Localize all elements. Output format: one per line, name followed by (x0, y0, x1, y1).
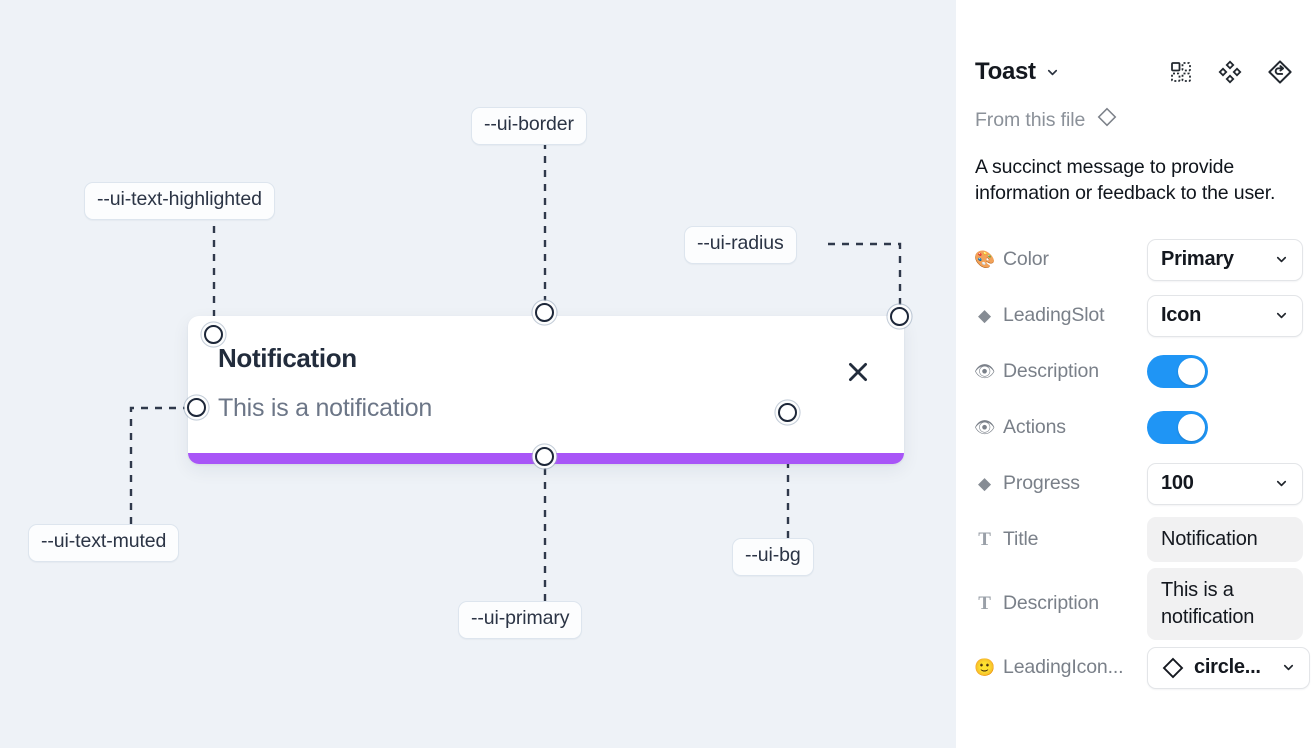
handle-ui-bg[interactable] (778, 403, 797, 422)
description-input[interactable]: This is a notification (1147, 567, 1303, 640)
property-label-leadingicon: 🙂 LeadingIcon... (975, 656, 1147, 679)
title-input[interactable]: Notification (1147, 517, 1303, 563)
token-chip-ui-text-highlighted[interactable]: --ui-text-highlighted (84, 182, 275, 220)
property-row-title: T Title Notification (975, 512, 1303, 568)
palette-emoji-icon: 🎨 (975, 250, 996, 270)
progress-select[interactable]: 100 (1147, 462, 1303, 505)
property-row-leadingicon: 🙂 LeadingIcon... circle... (975, 640, 1310, 696)
diamond-icon: ◆ (978, 474, 991, 494)
property-label-progress: ◆ Progress (975, 472, 1147, 495)
actions-toggle[interactable] (1147, 411, 1208, 445)
description-toggle[interactable] (1147, 355, 1208, 389)
toast-description: This is a notification (218, 394, 433, 422)
component-icon[interactable] (1169, 60, 1193, 84)
color-select[interactable]: Primary (1147, 238, 1303, 281)
handle-ui-border[interactable] (535, 303, 554, 322)
eye-emoji-icon: 👁 (975, 418, 996, 438)
reset-icon[interactable] (1267, 59, 1293, 85)
leadingicon-select-value: circle... (1194, 656, 1261, 679)
properties-panel: Toast (956, 0, 1312, 748)
token-chip-ui-text-muted[interactable]: --ui-text-muted (28, 524, 180, 562)
handle-ui-primary[interactable] (535, 447, 554, 466)
property-row-color: 🎨 Color Primary (975, 232, 1303, 288)
token-chip-ui-border[interactable]: --ui-border (471, 107, 587, 145)
from-this-file-row[interactable]: From this file (975, 106, 1293, 134)
property-row-description-toggle: 👁 Description (975, 344, 1293, 400)
progress-select-value: 100 (1161, 472, 1194, 495)
panel-title: Toast (975, 58, 1036, 85)
token-chip-ui-radius[interactable]: --ui-radius (684, 226, 797, 264)
handle-ui-radius[interactable] (890, 307, 909, 326)
leadingslot-select-value: Icon (1161, 304, 1202, 327)
property-row-leadingslot: ◆ LeadingSlot Icon (975, 288, 1303, 344)
property-row-description-text: T Description This is a notification (975, 567, 1303, 640)
eye-emoji-icon: 👁 (975, 362, 996, 382)
property-label-text: Description (1003, 360, 1099, 383)
property-label-color: 🎨 Color (975, 248, 1147, 271)
property-row-progress: ◆ Progress 100 (975, 456, 1303, 512)
diamond-icon (1161, 656, 1185, 680)
close-icon[interactable] (844, 358, 872, 386)
toggle-knob (1178, 414, 1205, 442)
diamond-icon (1096, 106, 1118, 134)
chevron-down-icon (1274, 252, 1289, 267)
handle-ui-text-highlighted[interactable] (204, 325, 223, 344)
color-select-value: Primary (1161, 248, 1234, 271)
property-label-text: Description (1003, 592, 1099, 615)
design-canvas[interactable]: Notification This is a notification --ui… (0, 0, 956, 748)
chevron-down-icon (1274, 308, 1289, 323)
chevron-down-icon[interactable] (1045, 65, 1060, 80)
property-label-description-toggle: 👁 Description (975, 360, 1147, 383)
property-label-actions-toggle: 👁 Actions (975, 416, 1147, 439)
token-chip-ui-bg[interactable]: --ui-bg (732, 538, 814, 576)
token-chip-ui-primary[interactable]: --ui-primary (458, 601, 583, 639)
property-list: 🎨 Color Primary ◆ LeadingSlot (975, 232, 1310, 696)
variants-icon[interactable] (1218, 60, 1242, 84)
diamond-icon: ◆ (978, 306, 991, 326)
property-label-text: Actions (1003, 416, 1066, 439)
chevron-down-icon (1281, 660, 1296, 675)
chevron-down-icon (1274, 476, 1289, 491)
leadingslot-select[interactable]: Icon (1147, 294, 1303, 337)
property-label-leadingslot: ◆ LeadingSlot (975, 304, 1147, 327)
handle-ui-text-muted[interactable] (187, 398, 206, 417)
from-this-file-label: From this file (975, 108, 1086, 131)
property-label-title: T Title (975, 528, 1147, 551)
property-label-text: Title (1003, 528, 1039, 551)
property-label-description-text: T Description (975, 592, 1147, 615)
toast-title: Notification (218, 343, 357, 373)
toast-preview-card[interactable]: Notification This is a notification (188, 316, 904, 464)
panel-header-actions (1169, 59, 1293, 85)
component-description: A succinct message to provide informatio… (975, 156, 1276, 204)
property-label-text: LeadingIcon... (1003, 656, 1124, 679)
panel-header: Toast (975, 46, 1293, 98)
property-label-text: Progress (1003, 472, 1080, 495)
text-icon: T (978, 529, 991, 551)
property-label-text: LeadingSlot (1003, 304, 1105, 327)
property-row-actions-toggle: 👁 Actions (975, 400, 1293, 456)
leadingicon-select[interactable]: circle... (1147, 646, 1310, 689)
smiley-emoji-icon: 🙂 (975, 658, 996, 678)
text-icon: T (978, 593, 991, 615)
toggle-knob (1178, 358, 1205, 386)
property-label-text: Color (1003, 248, 1049, 271)
